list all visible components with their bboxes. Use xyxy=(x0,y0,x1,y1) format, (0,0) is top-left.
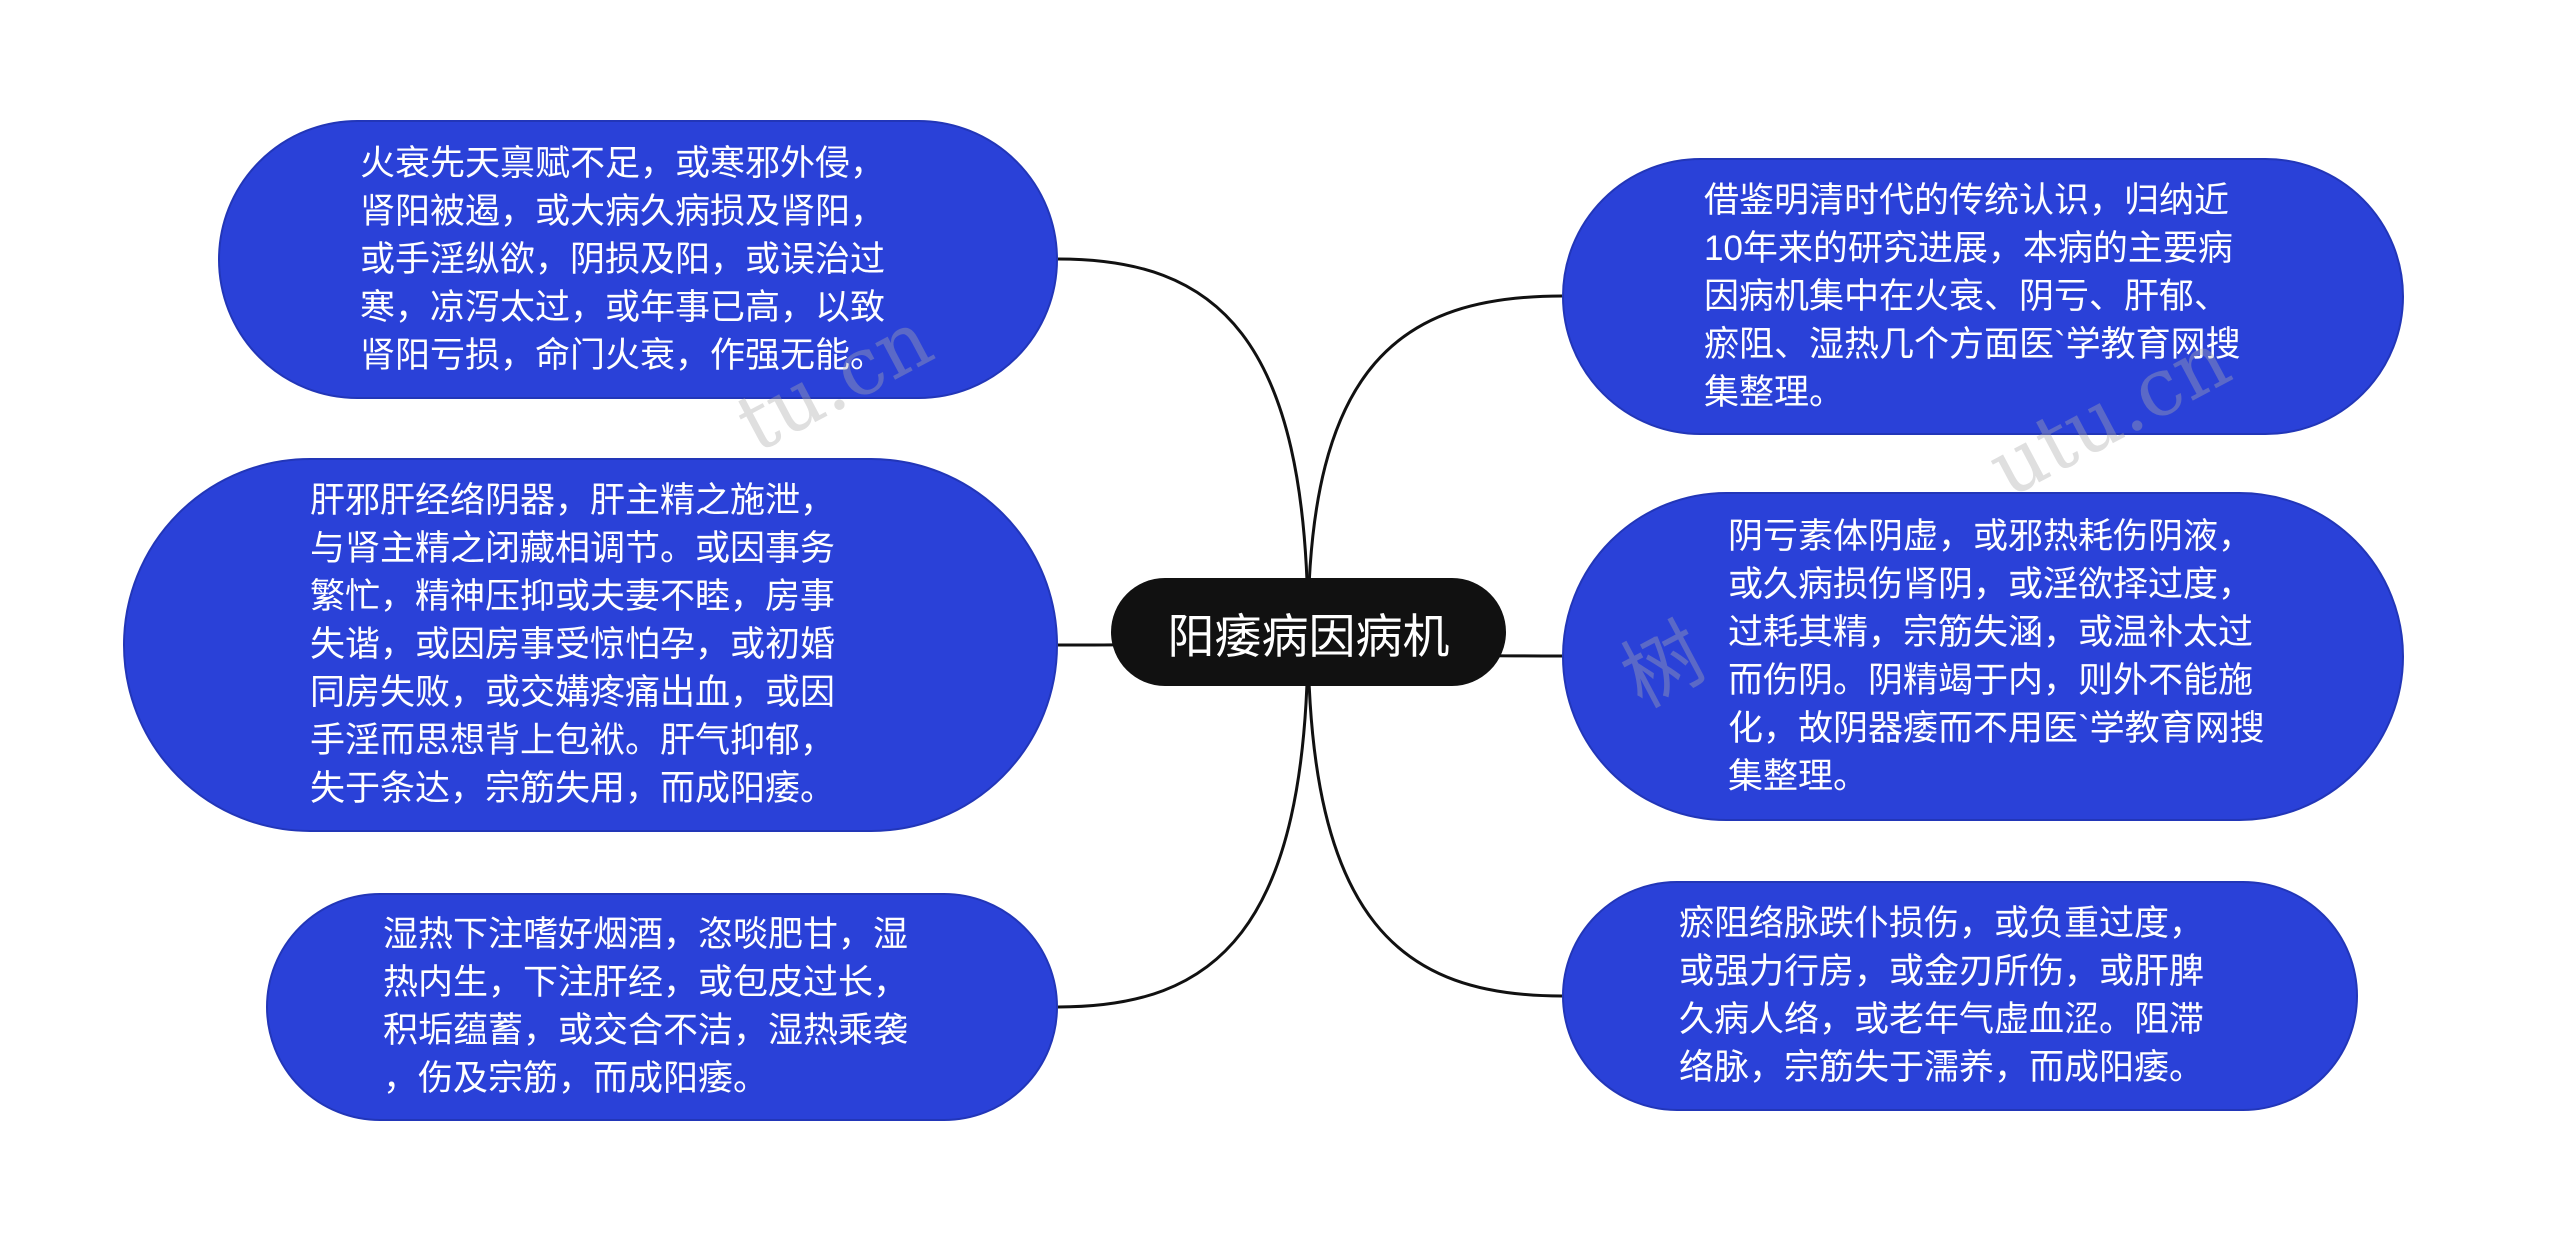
node-text: 瘀阻络脉跌仆损伤，或负重过度， 或强力行房，或金刃所伤，或肝脾 久病人络，或老年… xyxy=(1679,900,2204,1092)
node-text-line: 集整理。 xyxy=(1728,756,1869,796)
node-text-line: 因病机集中在火衰、阴亏、肝郁、 xyxy=(1704,276,2230,316)
node-text: 肝邪肝经络阴器，肝主精之施泄， 与肾主精之闭藏相调节。或因事务 繁忙，精神压抑或… xyxy=(310,477,835,813)
branch-node-blood-stasis[interactable]: 瘀阻络脉跌仆损伤，或负重过度， 或强力行房，或金刃所伤，或肝脾 久病人络，或老年… xyxy=(1562,881,2358,1111)
node-text: 借鉴明清时代的传统认识，归纳近 10年来的研究进展，本病的主要病 因病机集中在火… xyxy=(1704,177,2241,417)
node-text-line: 肾阳亏损，命门火衰，作强无能。 xyxy=(360,335,886,375)
node-text-line: 借鉴明清时代的传统认识，归纳近 xyxy=(1704,180,2230,220)
branch-node-liver-stagnation[interactable]: 肝邪肝经络阴器，肝主精之施泄， 与肾主精之闭藏相调节。或因事务 繁忙，精神压抑或… xyxy=(123,458,1058,832)
node-text-line: 阴亏素体阴虚，或邪热耗伤阴液， xyxy=(1728,516,2254,556)
connector-root-to-overview xyxy=(1306,294,1563,633)
connector-root-to-stasis xyxy=(1306,631,1563,998)
node-text-line: 热内生，下注肝经，或包皮过长， xyxy=(383,963,909,1002)
node-text-line: 火衰先天禀赋不足，或寒邪外侵， xyxy=(360,143,886,183)
node-text-line: 瘀阻、湿热几个方面医`学教育网搜 xyxy=(1704,324,2241,364)
node-text-line: 或强力行房，或金刃所伤，或肝脾 xyxy=(1679,952,2205,991)
node-text-line: 失于条达，宗筋失用，而成阳痿。 xyxy=(310,769,836,808)
node-text-line: 肝邪肝经络阴器，肝主精之施泄， xyxy=(310,481,836,520)
node-text-line: 或手淫纵欲，阴损及阳，或误治过 xyxy=(360,239,886,279)
connector-root-to-damp xyxy=(1057,631,1310,1009)
node-text-line: 湿热下注嗜好烟酒，恣啖肥甘，湿 xyxy=(383,915,909,954)
node-text-line: 寒，凉泻太过，或年事已高，以致 xyxy=(360,287,886,327)
branch-node-damp-heat[interactable]: 湿热下注嗜好烟酒，恣啖肥甘，湿 热内生，下注肝经，或包皮过长， 积垢蕴蓄，或交合… xyxy=(266,893,1058,1121)
node-text-line: 或久病损伤肾阴，或淫欲择过度， xyxy=(1728,564,2254,604)
node-text-line: 繁忙，精神压抑或夫妻不睦，房事 xyxy=(310,577,836,616)
root-node-label: 阳痿病因病机 xyxy=(1167,609,1450,663)
branch-node-yin-deficiency[interactable]: 阴亏素体阴虚，或邪热耗伤阴液， 或久病损伤肾阴，或淫欲择过度， 过耗其精，宗筋失… xyxy=(1562,492,2404,821)
node-text: 阴亏素体阴虚，或邪热耗伤阴液， 或久病损伤肾阴，或淫欲择过度， 过耗其精，宗筋失… xyxy=(1728,513,2265,801)
node-text-line: 同房失败，或交媾疼痛出血，或因 xyxy=(310,673,836,712)
node-text-line: 失谐，或因房事受惊怕孕，或初婚 xyxy=(310,625,836,664)
node-text-line: 久病人络，或老年气虚血涩。阻滞 xyxy=(1679,1000,2205,1039)
connector-root-to-fire xyxy=(1057,257,1310,633)
node-text-line: 手淫而思想背上包袱。肝气抑郁， xyxy=(310,721,836,760)
node-text-line: 化，故阴器痿而不用医`学教育网搜 xyxy=(1728,708,2265,748)
node-text-line: 络脉，宗筋失于濡养，而成阳痿。 xyxy=(1679,1048,2205,1087)
node-text-line: 10年来的研究进展，本病的主要病 xyxy=(1704,228,2233,268)
node-text-line: 过耗其精，宗筋失涵，或温补太过 xyxy=(1728,612,2254,652)
node-text-line: 积垢蕴蓄，或交合不洁，湿热乘袭 xyxy=(383,1011,909,1050)
node-text-line: ，伤及宗筋，而成阳痿。 xyxy=(383,1059,769,1098)
node-text-line: 而伤阴。阴精竭于内，则外不能施 xyxy=(1728,660,2254,700)
node-text-line: 与肾主精之闭藏相调节。或因事务 xyxy=(310,529,836,568)
branch-node-overview[interactable]: 借鉴明清时代的传统认识，归纳近 10年来的研究进展，本病的主要病 因病机集中在火… xyxy=(1562,158,2404,435)
node-text: 火衰先天禀赋不足，或寒邪外侵， 肾阳被遏，或大病久病损及肾阳， 或手淫纵欲，阴损… xyxy=(360,140,885,380)
node-text: 湿热下注嗜好烟酒，恣啖肥甘，湿 热内生，下注肝经，或包皮过长， 积垢蕴蓄，或交合… xyxy=(383,911,908,1103)
branch-node-fire-decline[interactable]: 火衰先天禀赋不足，或寒邪外侵， 肾阳被遏，或大病久病损及肾阳， 或手淫纵欲，阴损… xyxy=(218,120,1058,399)
node-text-line: 集整理。 xyxy=(1704,372,1845,412)
root-node[interactable]: 阳痿病因病机 xyxy=(1111,578,1506,686)
node-text-line: 肾阳被遏，或大病久病损及肾阳， xyxy=(360,191,886,231)
node-text-line: 瘀阻络脉跌仆损伤，或负重过度， xyxy=(1679,904,2205,943)
